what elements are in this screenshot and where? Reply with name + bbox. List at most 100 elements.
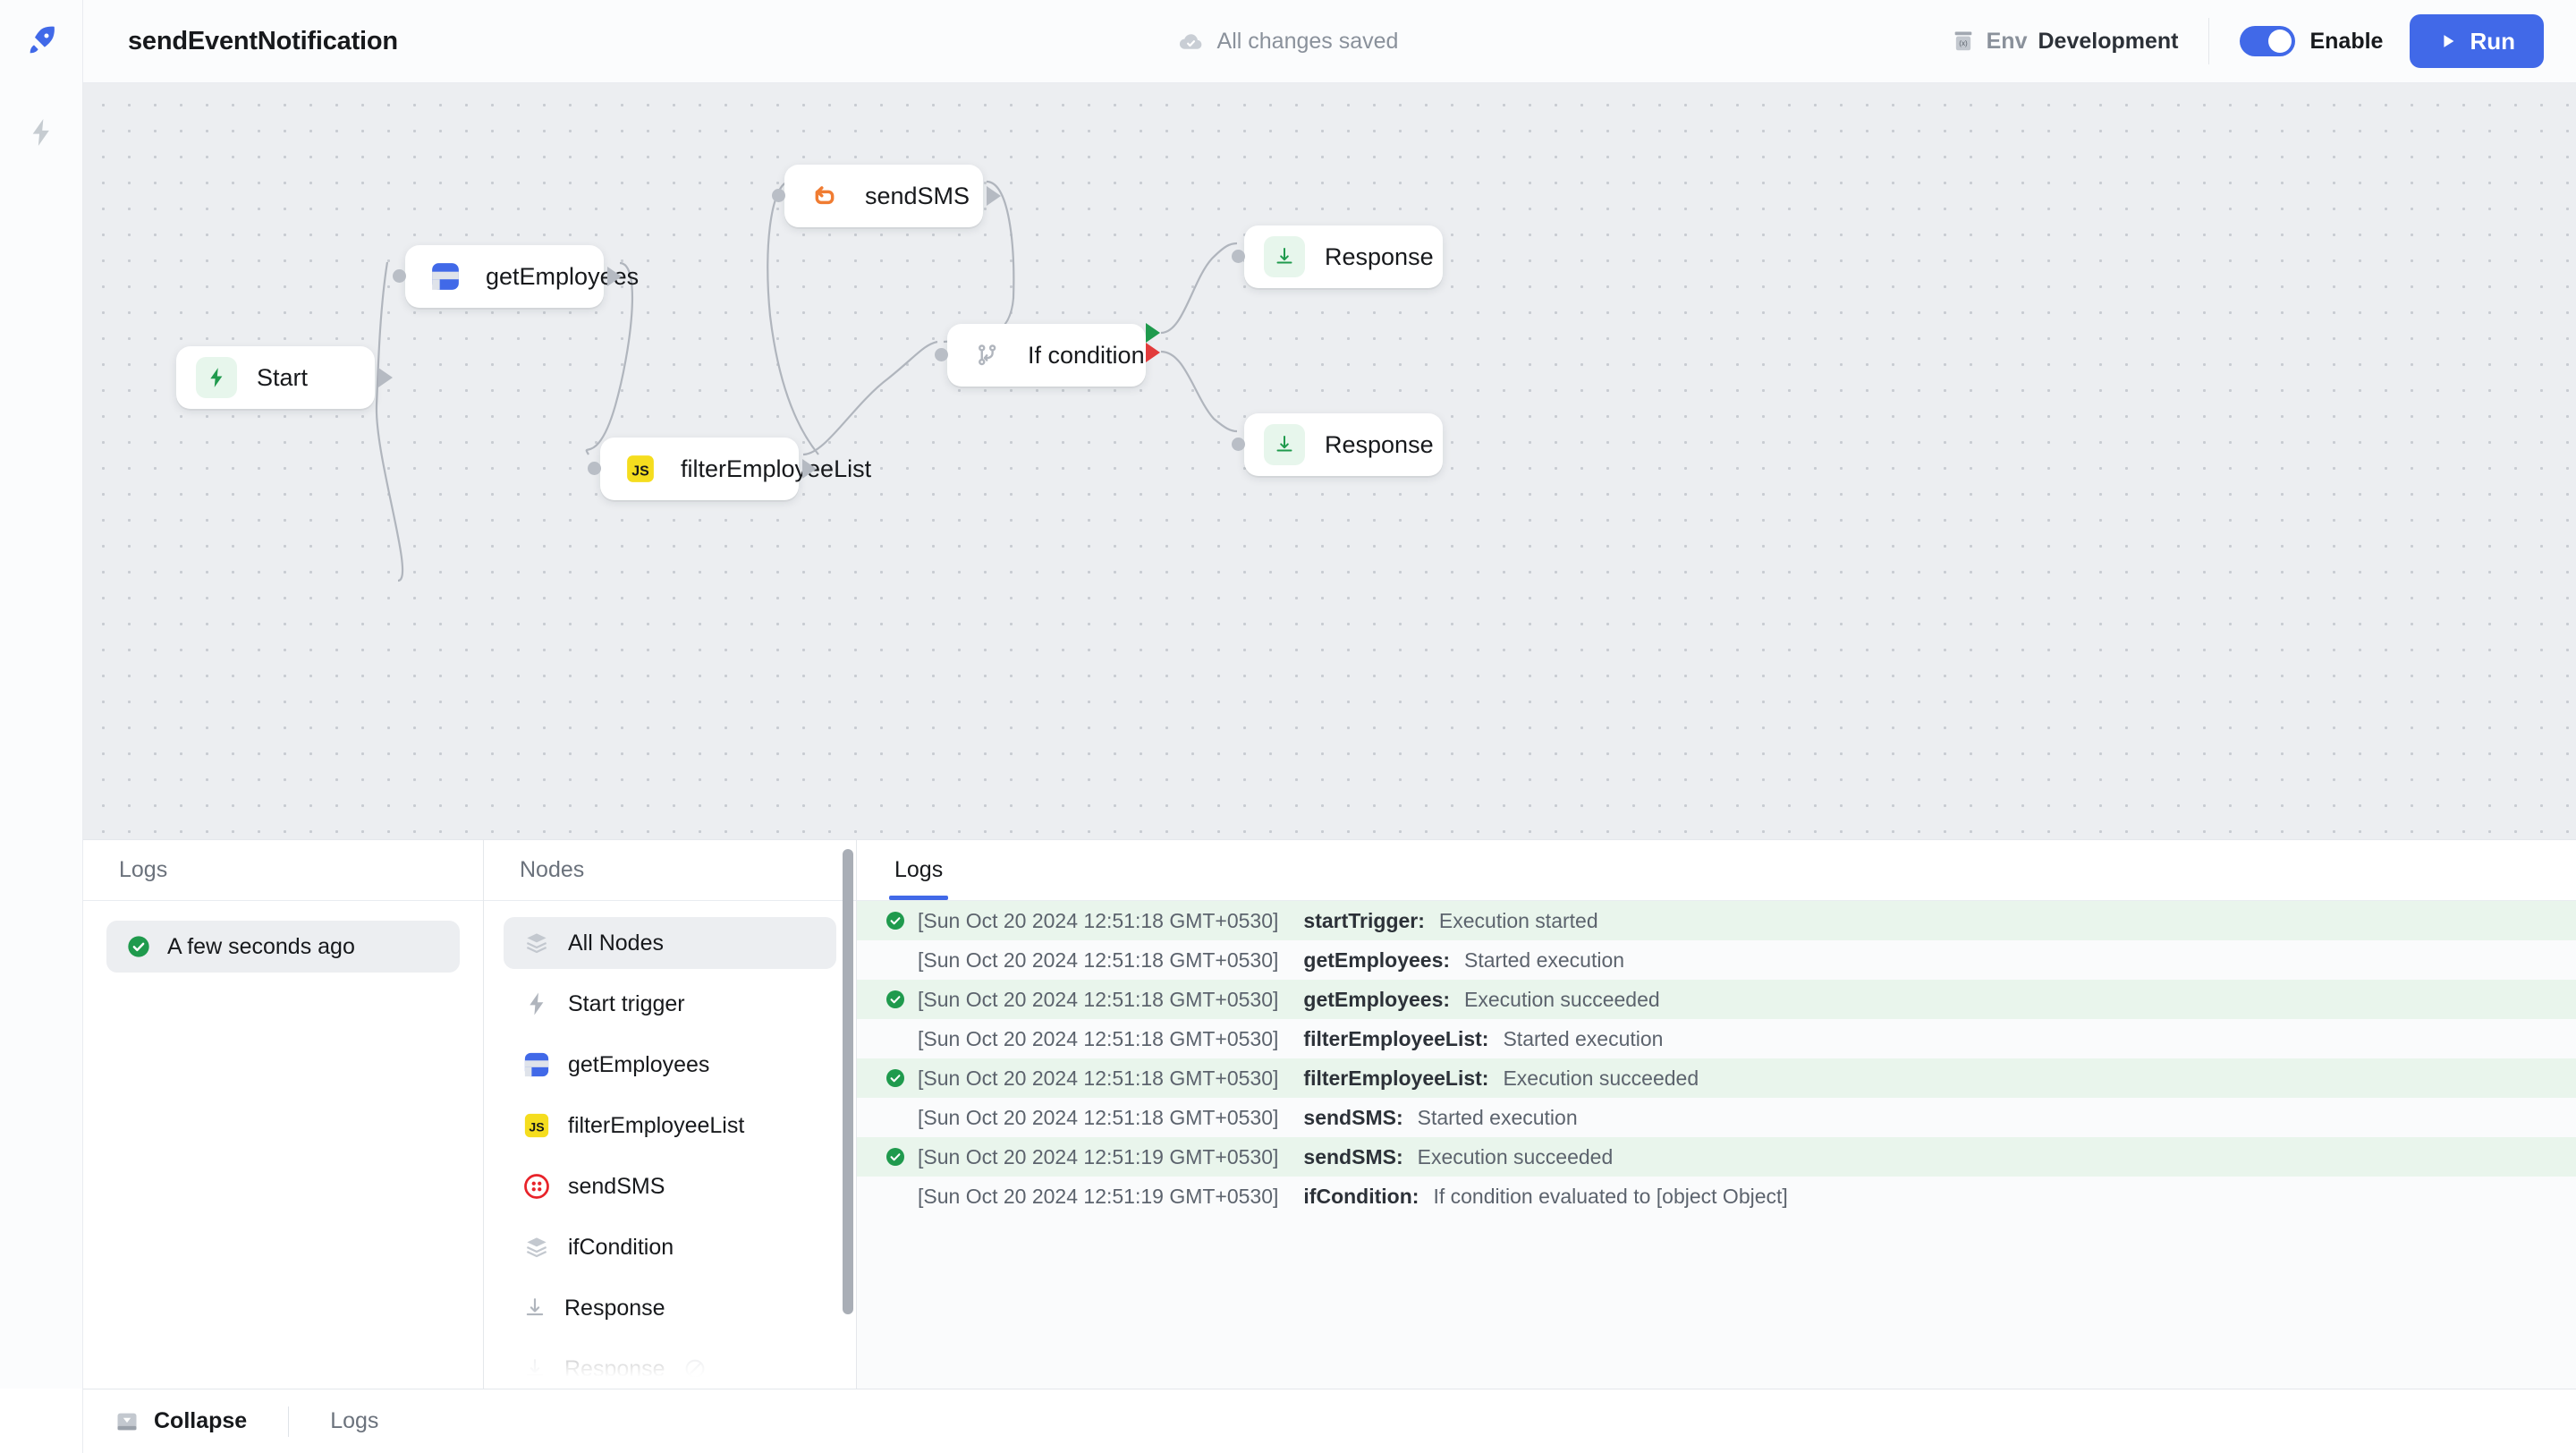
log-timestamp: [Sun Oct 20 2024 12:51:18 GMT+0530] bbox=[918, 947, 1279, 972]
node-list-item-response-disabled[interactable]: Response bbox=[504, 1343, 836, 1389]
disabled-icon bbox=[685, 1359, 704, 1379]
log-message: Started execution bbox=[1464, 947, 1625, 972]
log-timestamp: [Sun Oct 20 2024 12:51:18 GMT+0530] bbox=[918, 1105, 1279, 1129]
node-list-item-sendsms[interactable]: sendSMS bbox=[504, 1160, 836, 1212]
canvas-node-label: Response bbox=[1325, 242, 1434, 270]
log-row: [Sun Oct 20 2024 12:51:19 GMT+0530] ifCo… bbox=[857, 1177, 2576, 1216]
node-list-item-label: All Nodes bbox=[568, 930, 664, 956]
collapse-button[interactable]: Collapse bbox=[114, 1408, 247, 1434]
collapse-button-label: Collapse bbox=[154, 1408, 248, 1433]
log-row: [Sun Oct 20 2024 12:51:18 GMT+0530] getE… bbox=[857, 980, 2576, 1019]
detail-column: Logs [Sun Oct 20 2024 12:51:18 GMT+ bbox=[857, 840, 2576, 1389]
node-list-item-label: Response bbox=[564, 1355, 665, 1381]
log-timestamp: [Sun Oct 20 2024 12:51:19 GMT+0530] bbox=[918, 1184, 1279, 1208]
svg-text:JS: JS bbox=[529, 1120, 544, 1134]
node-list-item-getemployees[interactable]: getEmployees bbox=[504, 1039, 836, 1091]
enable-label: Enable bbox=[2309, 28, 2384, 54]
lightning-icon bbox=[32, 119, 49, 146]
status-bar: Collapse Logs bbox=[0, 1389, 2576, 1453]
canvas-node-label: If condition bbox=[1028, 341, 1145, 369]
env-selector[interactable]: (x) Env Development bbox=[1951, 29, 2209, 55]
app-logo[interactable] bbox=[0, 0, 83, 83]
node-output-handle-false[interactable] bbox=[1146, 343, 1160, 362]
log-node-name: sendSMS: bbox=[1303, 1105, 1403, 1129]
sidebar-item-triggers[interactable] bbox=[21, 112, 62, 153]
canvas-node-response-false[interactable]: Response bbox=[1244, 413, 1443, 476]
status-bar-rail bbox=[0, 1389, 83, 1453]
body: Start getEmployees bbox=[0, 83, 2576, 1389]
node-list-item-label: getEmployees bbox=[568, 1051, 710, 1077]
node-output-handle[interactable] bbox=[802, 459, 817, 479]
node-output-handle[interactable] bbox=[378, 368, 393, 387]
canvas-node-response-true[interactable]: Response bbox=[1244, 225, 1443, 288]
layers-icon bbox=[526, 933, 547, 954]
log-status-icon-wrap bbox=[880, 1146, 911, 1168]
canvas-node-label: sendSMS bbox=[865, 182, 970, 209]
log-message: If condition evaluated to [object Object… bbox=[1433, 1184, 1788, 1208]
database-blue-icon bbox=[425, 256, 466, 297]
log-entries-list[interactable]: [Sun Oct 20 2024 12:51:18 GMT+0530] star… bbox=[857, 901, 2576, 1389]
twilio-icon bbox=[524, 1174, 549, 1199]
node-input-handle[interactable] bbox=[935, 348, 948, 361]
response-gray-icon bbox=[526, 1298, 544, 1316]
log-node-name: filterEmployeeList: bbox=[1303, 1026, 1489, 1050]
log-message: Execution succeeded bbox=[1464, 987, 1660, 1011]
node-list-item-response[interactable]: Response bbox=[504, 1282, 836, 1334]
node-list-item-all[interactable]: All Nodes bbox=[504, 917, 836, 969]
node-list-item-label: ifCondition bbox=[568, 1234, 674, 1260]
rocket-icon bbox=[30, 26, 55, 54]
nodes-list-scrollbar[interactable] bbox=[843, 849, 853, 1314]
node-output-handle[interactable] bbox=[607, 267, 622, 286]
nodes-list[interactable]: All Nodes Start trigger bbox=[484, 901, 856, 1389]
canvas-node-label: filterEmployeeList bbox=[681, 455, 872, 482]
top-bar-actions: (x) Env Development Enable Run bbox=[1951, 14, 2576, 68]
canvas-node-getemployees[interactable]: getEmployees bbox=[405, 245, 639, 308]
success-check-icon bbox=[886, 990, 904, 1008]
log-timestamp: [Sun Oct 20 2024 12:51:18 GMT+0530] bbox=[918, 1026, 1279, 1050]
run-button-label: Run bbox=[2470, 27, 2515, 55]
run-list-item[interactable]: A few seconds ago bbox=[106, 921, 460, 973]
env-variable-icon: (x) bbox=[1954, 31, 1971, 51]
log-node-name: getEmployees: bbox=[1303, 987, 1451, 1011]
response-green-icon bbox=[1264, 424, 1305, 465]
svg-text:(x): (x) bbox=[1959, 39, 1968, 47]
log-timestamp: [Sun Oct 20 2024 12:51:18 GMT+0530] bbox=[918, 987, 1279, 1011]
canvas-node-ifcondition[interactable]: If condition bbox=[947, 324, 1146, 387]
runs-list: A few seconds ago bbox=[83, 901, 483, 992]
node-output-handle[interactable] bbox=[987, 186, 1001, 206]
log-message: Execution succeeded bbox=[1417, 1144, 1614, 1168]
log-node-name: ifCondition: bbox=[1303, 1184, 1419, 1208]
canvas-node-sendsms[interactable]: sendSMS bbox=[784, 165, 983, 227]
log-status-icon-wrap bbox=[880, 910, 911, 931]
node-input-handle[interactable] bbox=[393, 269, 406, 283]
tab-logs-label: Logs bbox=[894, 856, 944, 882]
node-input-handle[interactable] bbox=[772, 189, 785, 202]
log-node-name: startTrigger: bbox=[1303, 908, 1425, 932]
bottom-panel: Logs A few seconds ago Nodes bbox=[83, 839, 2576, 1389]
node-list-item-filteremployeelist[interactable]: JS filterEmployeeList bbox=[504, 1100, 836, 1151]
tab-logs[interactable]: Logs bbox=[857, 839, 961, 900]
node-input-handle[interactable] bbox=[1232, 250, 1245, 263]
run-button[interactable]: Run bbox=[2410, 14, 2544, 68]
canvas-node-filteremployeelist[interactable]: JS filterEmployeeList bbox=[600, 438, 871, 500]
log-timestamp: [Sun Oct 20 2024 12:51:18 GMT+0530] bbox=[918, 908, 1279, 932]
toggle-knob bbox=[2268, 30, 2292, 53]
node-input-handle[interactable] bbox=[1232, 438, 1245, 451]
detail-tabs: Logs bbox=[857, 840, 2576, 901]
canvas-node-start[interactable]: Start bbox=[176, 346, 375, 409]
enable-toggle-group[interactable]: Enable bbox=[2240, 26, 2383, 56]
node-list-item-label: sendSMS bbox=[568, 1173, 665, 1199]
node-output-handle-true[interactable] bbox=[1146, 323, 1160, 343]
node-input-handle[interactable] bbox=[588, 462, 601, 475]
play-icon bbox=[2444, 35, 2454, 47]
left-rail bbox=[0, 83, 83, 1389]
flow-canvas[interactable]: Start getEmployees bbox=[83, 83, 2576, 839]
node-list-item-ifcondition[interactable]: ifCondition bbox=[504, 1221, 836, 1273]
node-list-item-start-trigger[interactable]: Start trigger bbox=[504, 978, 836, 1030]
run-list-item-label: A few seconds ago bbox=[167, 933, 355, 959]
node-list-item-label: Response bbox=[564, 1295, 665, 1321]
success-check-icon bbox=[886, 1069, 904, 1087]
enable-toggle[interactable] bbox=[2240, 26, 2296, 56]
response-gray-icon bbox=[526, 1359, 544, 1377]
